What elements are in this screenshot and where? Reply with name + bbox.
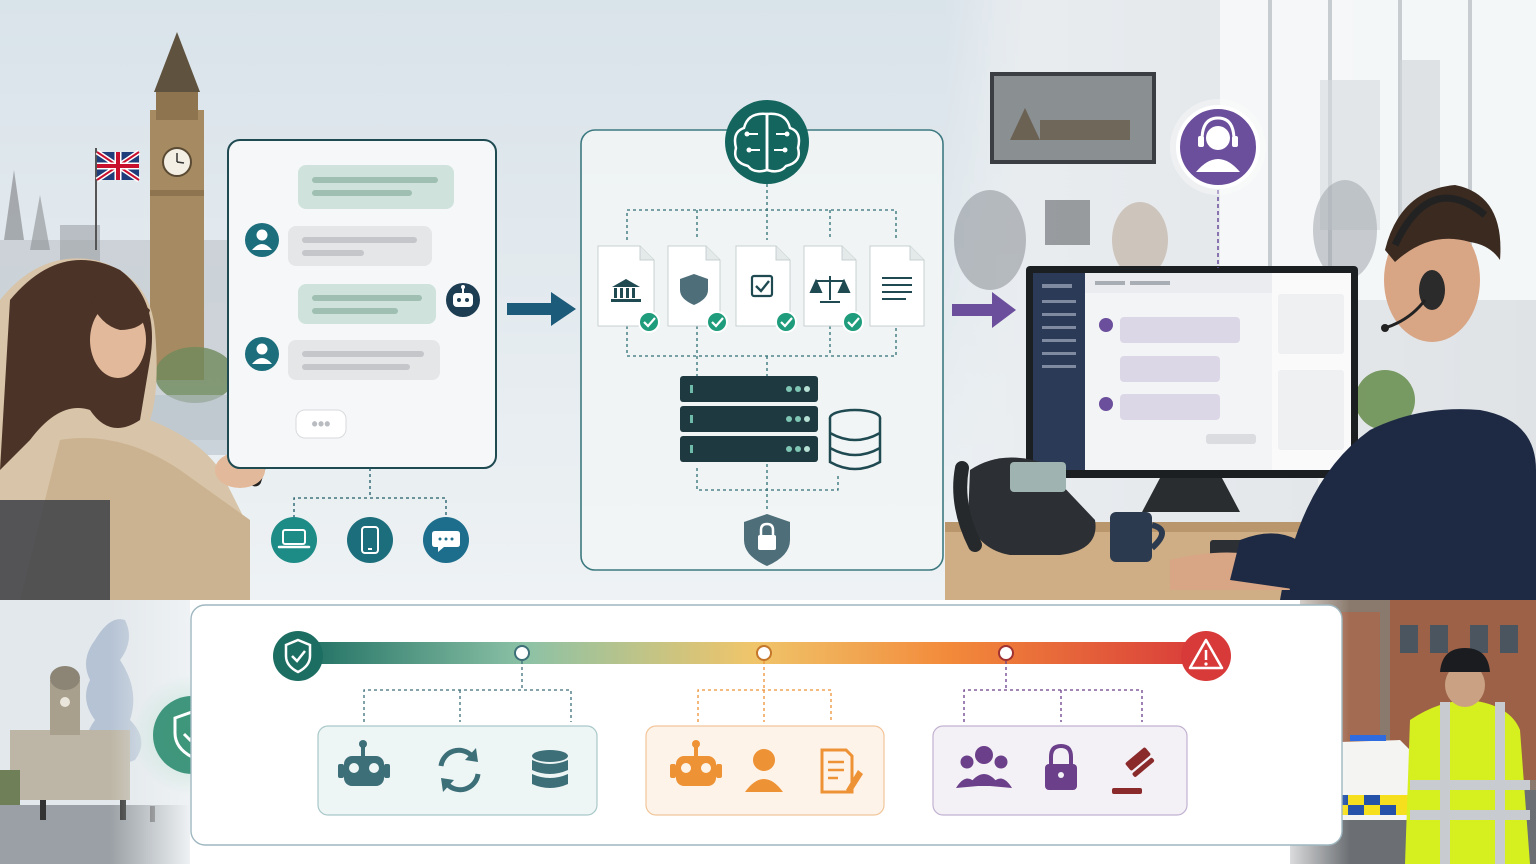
channel-connectors	[293, 468, 447, 518]
document-checklist	[735, 245, 797, 333]
scales-icon	[809, 276, 851, 303]
check-badge-icon	[775, 311, 797, 333]
person-icon	[745, 749, 783, 792]
typing-indicator-dots: •••	[312, 414, 331, 434]
desk-telephone	[953, 457, 1096, 555]
brain-circuit-icon	[725, 100, 809, 184]
padlock-icon	[1045, 743, 1077, 790]
typing-indicator	[295, 409, 347, 439]
police-officer-street-illustration	[1270, 600, 1536, 864]
union-flag-icon	[95, 149, 141, 183]
gavel-icon	[1112, 747, 1155, 794]
check-badge-icon	[842, 311, 864, 333]
check-badge-icon	[706, 311, 728, 333]
ai-processing-panel	[580, 100, 944, 571]
tier-human-oversight	[932, 725, 1188, 816]
risk-marker-low	[514, 645, 530, 661]
flow-arrow-right	[952, 292, 1016, 328]
agent-man-with-headset	[1170, 185, 1536, 600]
agent-monitor	[1026, 266, 1358, 512]
text-lines-icon	[882, 277, 912, 300]
database-icon	[828, 408, 882, 471]
server-stack	[680, 376, 818, 462]
checkbox-icon	[750, 274, 774, 298]
woman-using-phone-illustration	[0, 258, 282, 600]
robot-avatar-icon	[446, 283, 480, 317]
headset-agent-icon	[1176, 105, 1260, 189]
user-avatar-icon	[245, 337, 279, 371]
tier-automated	[317, 725, 598, 816]
chat-bubble-user	[288, 340, 440, 380]
tier-assisted	[645, 725, 885, 816]
database-icon	[532, 750, 568, 788]
chat-bubble-bot	[298, 284, 436, 324]
document-government	[597, 245, 660, 333]
chat-bubble-user	[288, 226, 432, 266]
robot-icon	[670, 740, 722, 786]
contact-centre-office-illustration	[945, 0, 1536, 600]
risk-gradient-bar	[298, 642, 1208, 664]
chat-bubble-bot	[298, 165, 454, 209]
risk-marker-high	[998, 645, 1014, 661]
government-building-icon	[611, 279, 641, 302]
warning-triangle-icon	[1181, 631, 1231, 681]
chat-bubble-icon	[423, 517, 469, 563]
refresh-cycle-icon	[438, 747, 481, 793]
document-security	[667, 245, 728, 333]
shield-icon	[680, 274, 708, 305]
robot-icon	[338, 740, 390, 786]
coffee-mug	[1110, 512, 1165, 562]
document-legal	[803, 245, 864, 333]
user-avatar-icon	[245, 223, 279, 257]
padlock-shield-icon	[744, 514, 790, 566]
shield-check-icon	[273, 631, 323, 681]
smartphone-icon	[347, 517, 393, 563]
document-text	[869, 245, 925, 327]
people-group-icon	[956, 746, 1012, 788]
chat-panel: •••	[227, 139, 497, 469]
flow-arrow-right	[507, 292, 576, 326]
check-badge-icon	[638, 311, 660, 333]
risk-marker-medium	[756, 645, 772, 661]
laptop-icon	[271, 517, 317, 563]
hub-connectors	[626, 184, 897, 512]
tier-connectors	[363, 661, 1143, 722]
document-edit-icon	[820, 748, 863, 794]
